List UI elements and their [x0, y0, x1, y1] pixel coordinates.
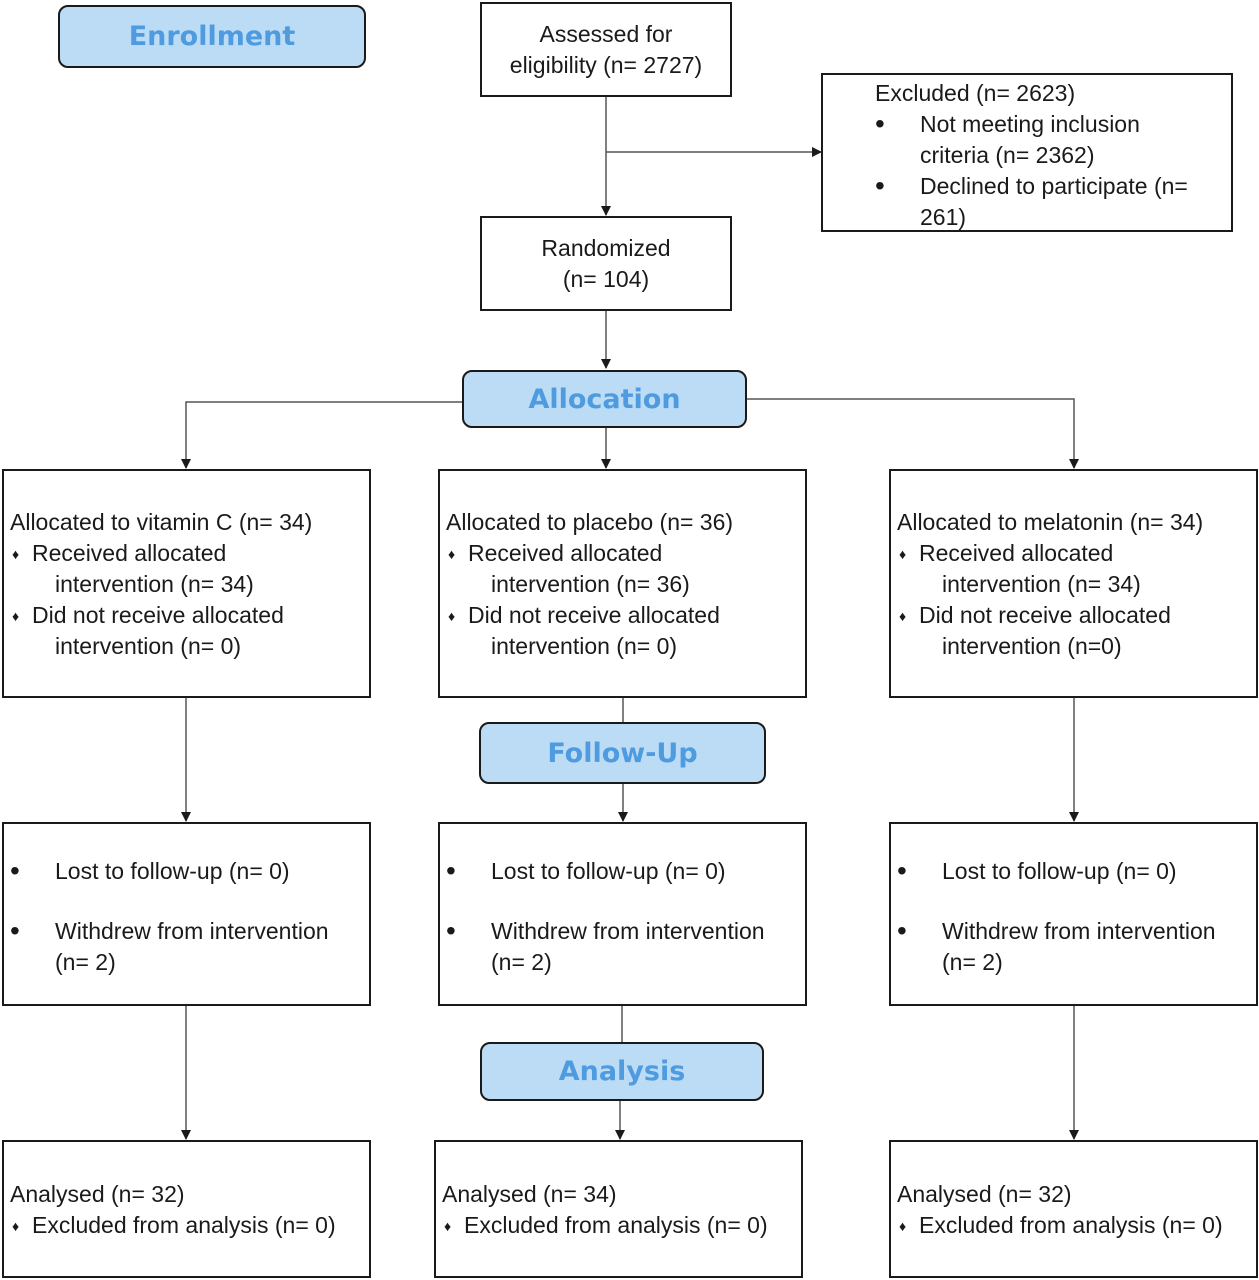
- followup-box-melatonin: •Lost to follow-up (n= 0) •Withdrew from…: [889, 822, 1258, 1006]
- bullet-icon: •: [875, 170, 885, 201]
- allocation-box-placebo: Allocated to placebo (n= 36) ♦Received a…: [438, 469, 807, 698]
- excluded-box: Excluded (n= 2623) • Not meeting inclusi…: [821, 73, 1233, 232]
- diamond-bullet-icon: ♦: [12, 546, 20, 562]
- assessed-line1: Assessed for: [539, 20, 673, 47]
- diamond-bullet-icon: ♦: [899, 1218, 907, 1234]
- diamond-bullet-icon: ♦: [448, 546, 456, 562]
- diamond-bullet-icon: ♦: [899, 546, 907, 562]
- excluded-title: Excluded (n= 2623): [875, 80, 1076, 106]
- analysis-box-melatonin: Analysed (n= 32) ♦Excluded from analysis…: [889, 1140, 1258, 1278]
- bullet-icon: •: [897, 855, 907, 886]
- diamond-bullet-icon: ♦: [444, 1218, 452, 1234]
- stage-enrollment: Enrollment: [58, 5, 366, 68]
- diamond-bullet-icon: ♦: [448, 608, 456, 624]
- bullet-icon: •: [875, 108, 885, 139]
- allocation-box-melatonin: Allocated to melatonin (n= 34) ♦Received…: [889, 469, 1258, 698]
- assessed-line2: eligibility (n= 2727): [509, 51, 703, 78]
- bullet-icon: •: [10, 855, 20, 886]
- stage-allocation: Allocation: [462, 370, 747, 428]
- bullet-icon: •: [446, 855, 456, 886]
- bullet-icon: •: [10, 915, 20, 946]
- followup-box-vitamin-c: •Lost to follow-up (n= 0) •Withdrew from…: [2, 822, 371, 1006]
- analysis-box-placebo: Analysed (n= 34) ♦Excluded from analysis…: [434, 1140, 803, 1278]
- excluded-item: • Not meeting inclusion criteria (n= 236…: [875, 108, 1140, 168]
- stage-follow-up: Follow-Up: [479, 722, 766, 784]
- stage-analysis: Analysis: [480, 1042, 764, 1101]
- diamond-bullet-icon: ♦: [899, 608, 907, 624]
- diamond-bullet-icon: ♦: [12, 1218, 20, 1234]
- allocation-box-vitamin-c: Allocated to vitamin C (n= 34) ♦Received…: [2, 469, 371, 698]
- arrow-allocation-to-vitamin-c: [181, 401, 462, 469]
- bullet-icon: •: [897, 915, 907, 946]
- analysis-box-vitamin-c: Analysed (n= 32) ♦Excluded from analysis…: [2, 1140, 371, 1278]
- randomized-box: Randomized (n= 104): [480, 216, 732, 311]
- bullet-icon: •: [446, 915, 456, 946]
- diamond-bullet-icon: ♦: [12, 608, 20, 624]
- followup-box-placebo: •Lost to follow-up (n= 0) •Withdrew from…: [438, 822, 807, 1006]
- excluded-item: • Declined to participate (n= 261): [875, 170, 1188, 230]
- assessed-box: Assessed for eligibility (n= 2727): [480, 2, 732, 97]
- arrow-allocation-to-melatonin: [747, 398, 1079, 469]
